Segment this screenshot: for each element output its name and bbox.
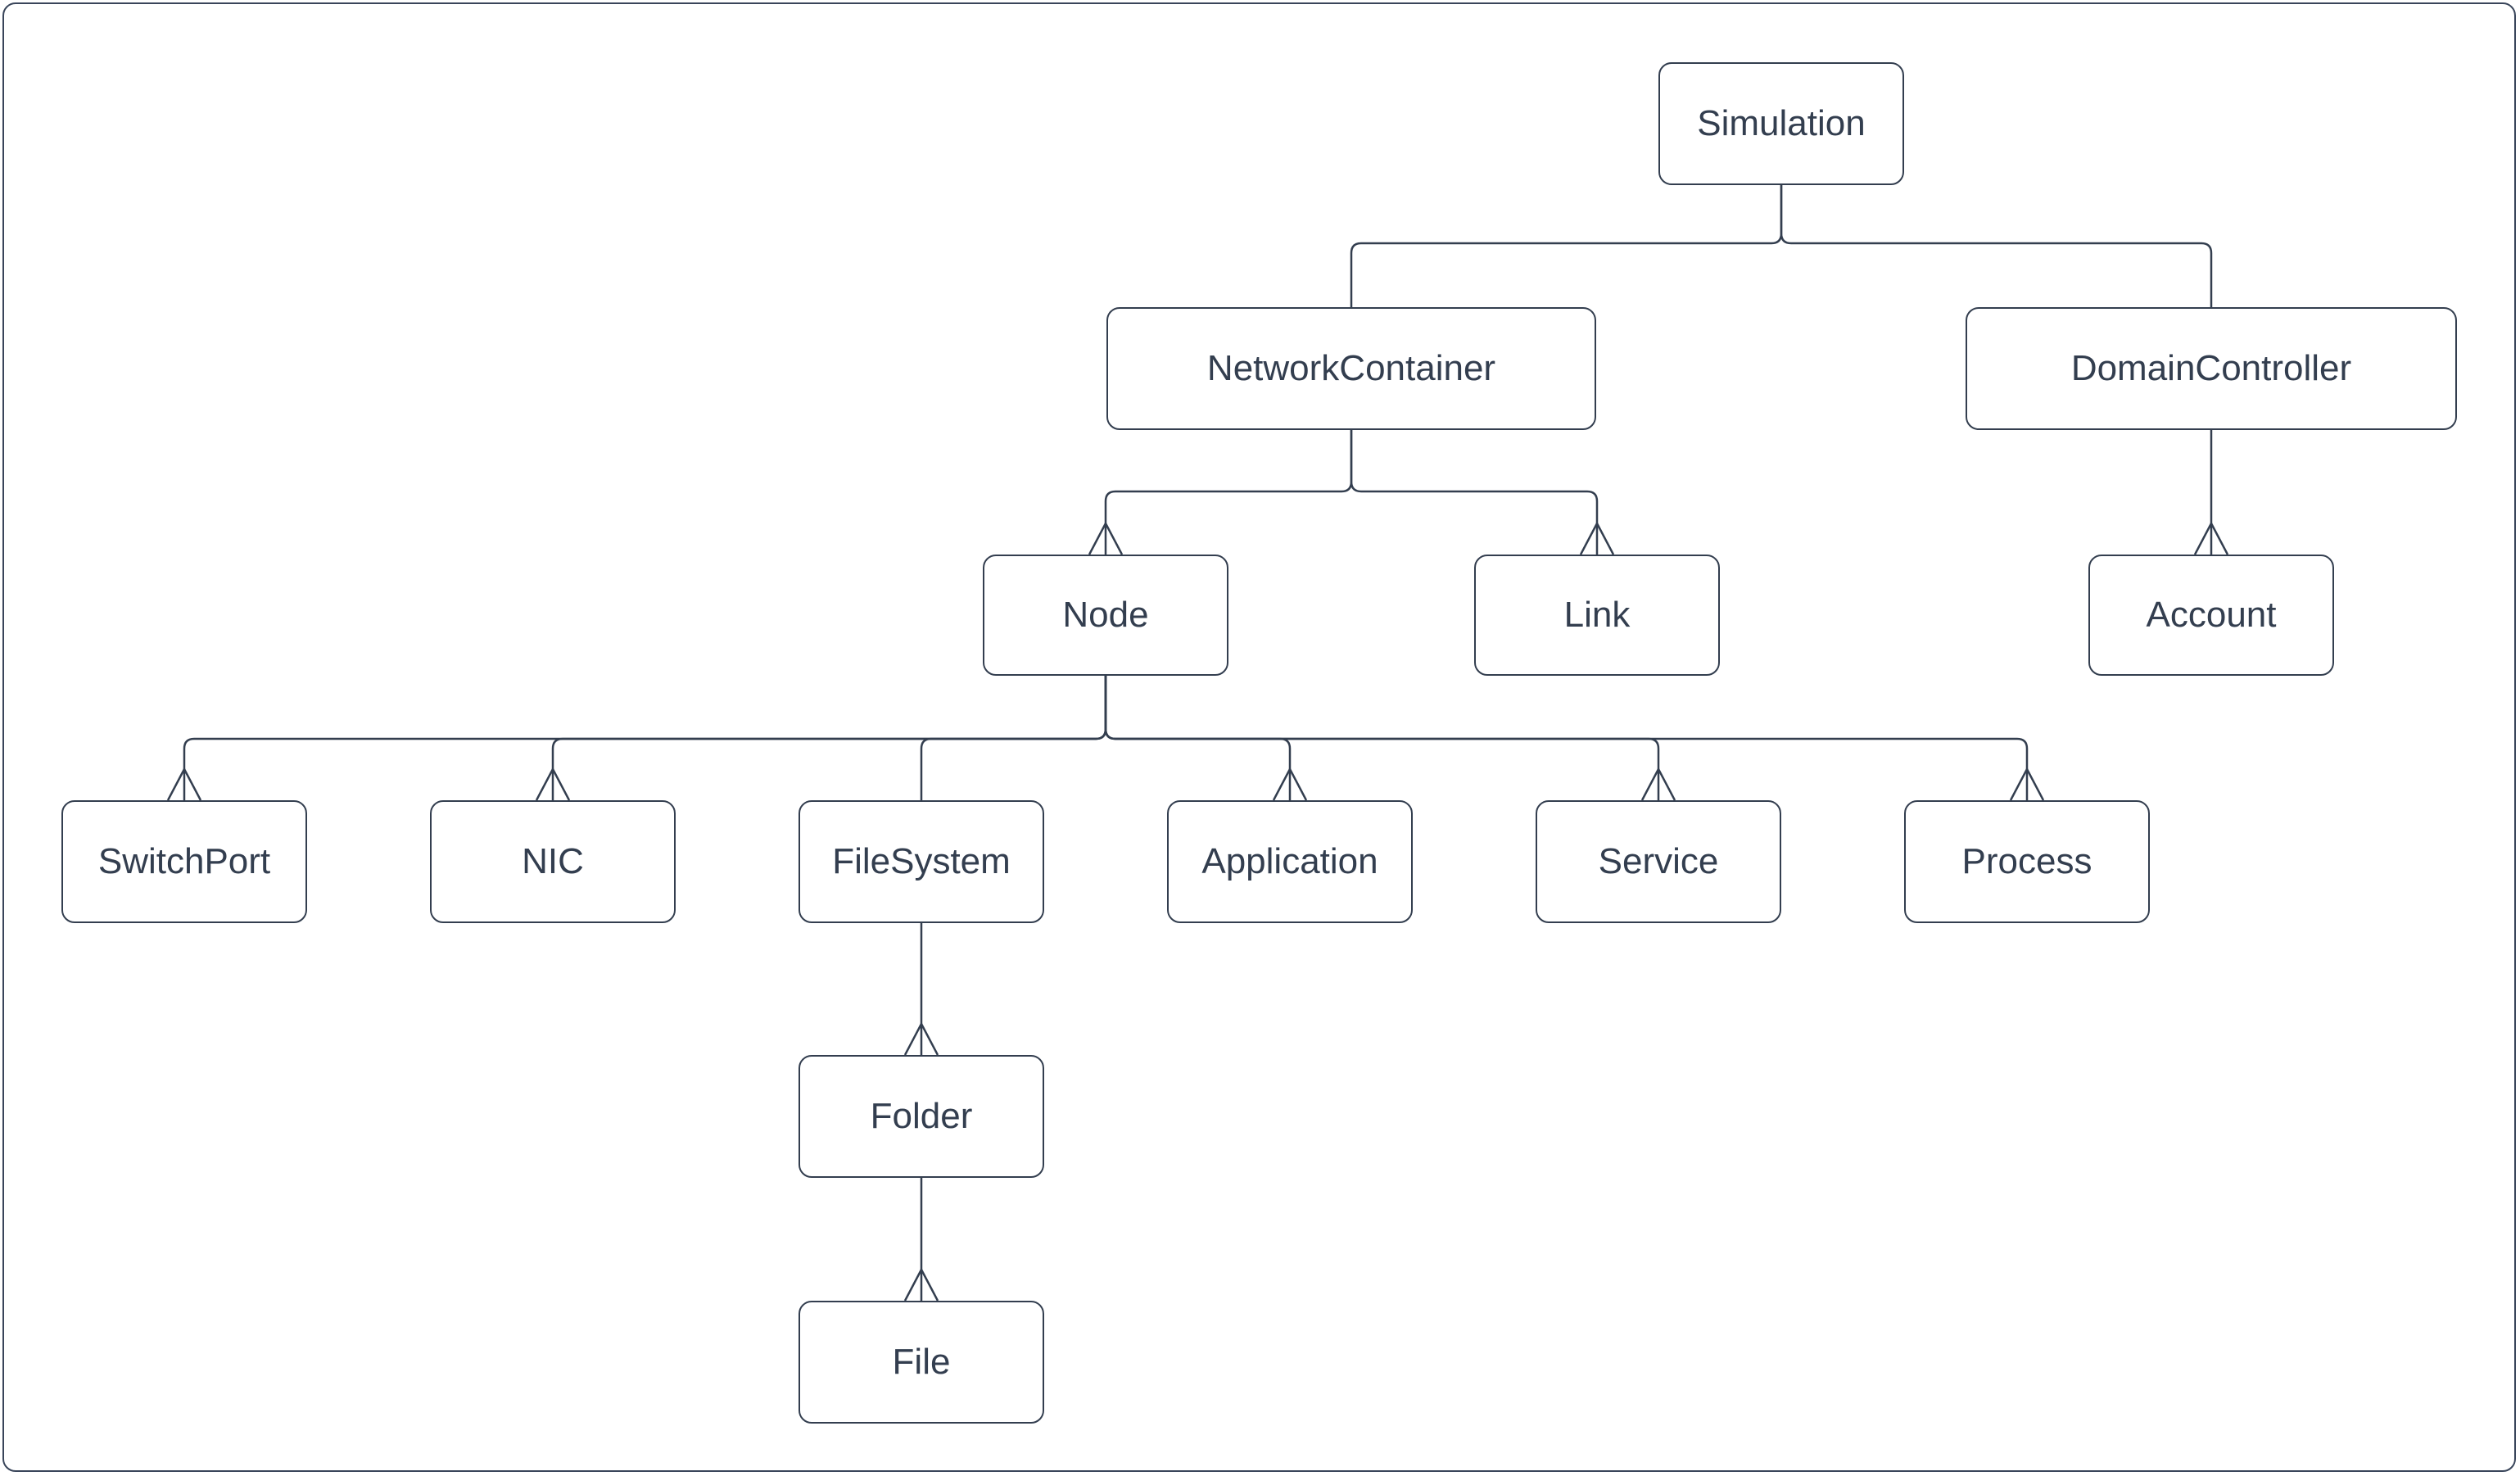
arrowhead-switchport	[166, 767, 202, 801]
arrowhead-application	[1272, 767, 1308, 801]
edge-networkcontainer-link	[1350, 430, 1599, 555]
node-service[interactable]: Service	[1536, 800, 1781, 923]
arrowhead-process	[2009, 767, 2045, 801]
node-switchport[interactable]: SwitchPort	[61, 800, 307, 923]
arrowhead-folder	[903, 1022, 939, 1056]
node-link[interactable]: Link	[1474, 555, 1720, 676]
arrowhead-account	[2193, 522, 2229, 555]
node-simulation[interactable]: Simulation	[1658, 62, 1904, 185]
node-nic[interactable]: NIC	[430, 800, 676, 923]
arrowhead-service	[1640, 767, 1676, 801]
node-file[interactable]: File	[799, 1301, 1044, 1424]
node-node[interactable]: Node	[983, 555, 1228, 676]
arrowhead-file	[903, 1268, 939, 1302]
edge-simulation-networkcontainer	[1350, 185, 1783, 307]
arrowhead-nic	[535, 767, 571, 801]
edge-node-process	[1104, 676, 2029, 800]
node-account[interactable]: Account	[2088, 555, 2334, 676]
node-application[interactable]: Application	[1167, 800, 1413, 923]
arrowhead-node	[1088, 522, 1124, 555]
edge-networkcontainer-node	[1104, 430, 1353, 555]
node-networkcontainer[interactable]: NetworkContainer	[1106, 307, 1596, 430]
arrowhead-link	[1579, 522, 1615, 555]
edge-simulation-domaincontroller	[1780, 185, 2213, 307]
node-process[interactable]: Process	[1904, 800, 2150, 923]
node-domaincontroller[interactable]: DomainController	[1966, 307, 2457, 430]
edge-node-filesystem	[920, 676, 1107, 800]
node-folder[interactable]: Folder	[799, 1055, 1044, 1178]
node-filesystem[interactable]: FileSystem	[799, 800, 1044, 923]
